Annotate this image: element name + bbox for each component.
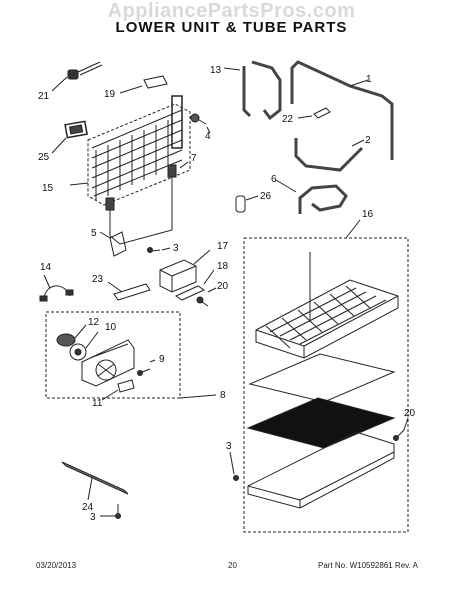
callout-19: 19 — [104, 89, 116, 100]
part-9-screw — [137, 359, 156, 376]
callout-10: 10 — [105, 322, 117, 333]
part-20-screw — [196, 287, 217, 307]
page-title: LOWER UNIT & TUBE PARTS — [115, 19, 348, 36]
callout-14: 14 — [40, 262, 52, 273]
callout-24: 24 — [82, 502, 94, 513]
part-6-tube — [275, 179, 348, 214]
part-plates — [246, 353, 396, 449]
part-1-tube — [290, 60, 394, 160]
part-fan-shroud — [81, 339, 135, 387]
callout-23: 23 — [92, 274, 104, 285]
part-17-box — [159, 249, 215, 301]
part-2-tube — [294, 138, 365, 172]
part-25-pad — [51, 120, 88, 154]
callout-11: 11 — [92, 398, 103, 409]
part-rack — [255, 252, 399, 359]
callout-5: 5 — [91, 228, 97, 239]
part-22-clip — [297, 107, 331, 119]
part-12-fan-blade — [56, 324, 87, 347]
part-3-screw-lower — [229, 451, 239, 481]
callout-17: 17 — [217, 241, 229, 252]
callout-25: 25 — [38, 152, 50, 163]
part-7-harness — [105, 161, 189, 245]
callout-20: 20 — [217, 281, 229, 292]
part-13-tube — [223, 60, 282, 121]
callout-3-bottom: 3 — [90, 512, 96, 523]
part-drain-pan — [247, 431, 395, 509]
part-23-bracket — [107, 281, 151, 301]
callout-1: 1 — [366, 74, 372, 85]
part-19-bracket — [119, 75, 168, 94]
callout-8: 8 — [220, 390, 226, 401]
part-11-bracket — [101, 379, 135, 401]
callout-12: 12 — [88, 317, 100, 328]
footer-page-number: 20 — [228, 561, 237, 570]
callout-7: 7 — [191, 153, 197, 164]
callout-3-lower: 3 — [226, 441, 232, 452]
part-5-clip — [99, 231, 171, 257]
part-21-plug — [51, 61, 103, 92]
watermark: AppliancePartsPros.com — [107, 0, 356, 22]
callout-3: 3 — [173, 243, 179, 254]
part-26-fitting — [235, 195, 259, 213]
part-14-wire — [39, 274, 74, 302]
callout-20-right: 20 — [404, 408, 416, 419]
fan-assembly-group — [45, 311, 217, 399]
callout-9: 9 — [159, 354, 165, 365]
part-24-strip — [61, 461, 129, 519]
callout-18: 18 — [217, 261, 229, 272]
callout-22: 22 — [282, 114, 294, 125]
callout-21: 21 — [38, 91, 50, 102]
part-15-condenser — [69, 95, 191, 206]
part-4-screw — [190, 113, 211, 134]
callout-2: 2 — [365, 135, 371, 146]
callout-4: 4 — [205, 131, 211, 142]
callout-13: 13 — [210, 65, 222, 76]
callout-6: 6 — [271, 174, 277, 185]
part-10-motor — [69, 331, 99, 361]
part-20-screw-right — [393, 417, 409, 441]
part-16-pan-assembly — [243, 219, 409, 533]
callout-26: 26 — [260, 191, 272, 202]
footer-part-number: Part No. W10592861 Rev. A — [318, 561, 418, 570]
callout-16: 16 — [362, 209, 374, 220]
footer-date: 03/20/2013 — [36, 561, 77, 570]
callout-15: 15 — [42, 183, 54, 194]
